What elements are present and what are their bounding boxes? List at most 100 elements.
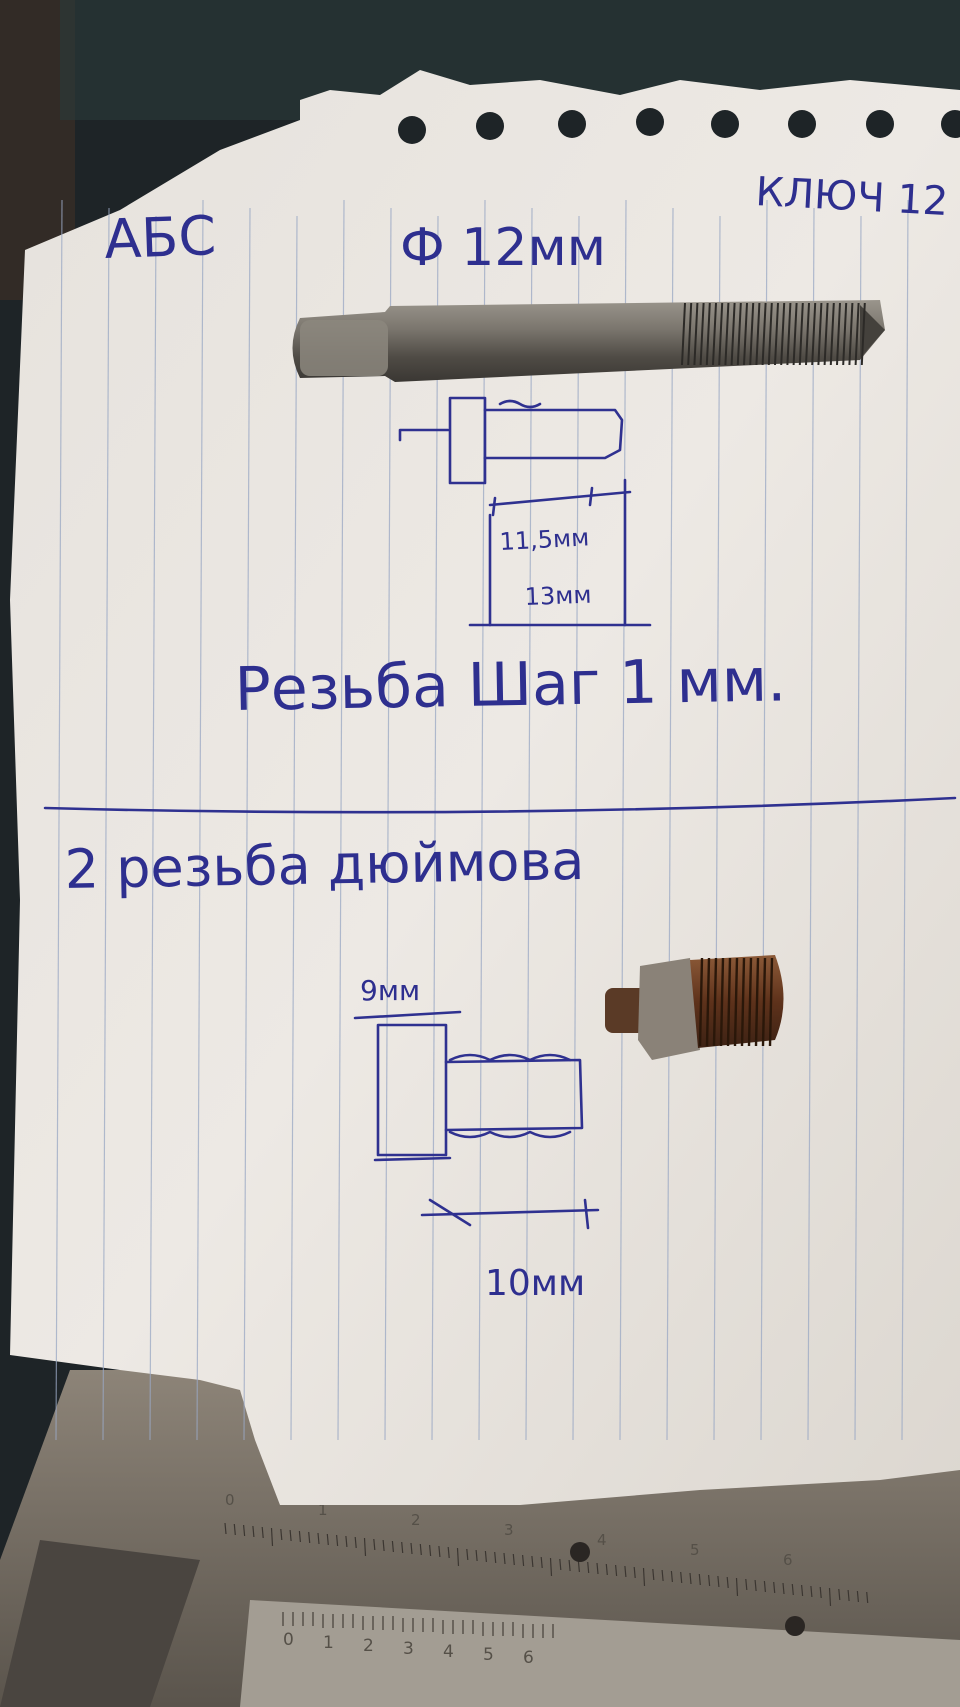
rusty-fitting (605, 955, 784, 1060)
caliper-main-tick (484, 1550, 487, 1563)
caliper-main-tick (363, 1537, 367, 1557)
ruled-line (854, 215, 862, 1441)
tap-thread-groove (705, 302, 711, 366)
caliper-vernier-label: 1 (323, 1633, 334, 1653)
caliper-main-tick (810, 1585, 813, 1598)
fitting-thread-groove (754, 957, 760, 1047)
ruled-line (55, 199, 63, 1441)
caliper-main-tick (577, 1560, 580, 1573)
caliper-main-tick (773, 1581, 776, 1594)
caliper-main-tick (540, 1556, 543, 1569)
caliper-main-tick (735, 1577, 739, 1597)
ruled-line (525, 207, 533, 1441)
caliper-vernier-label: 6 (523, 1648, 534, 1668)
caliper-main-tick (354, 1536, 357, 1549)
caliper-main-tick (717, 1575, 720, 1588)
caliper-main-tick (475, 1549, 478, 1562)
caliper-main-tick (568, 1559, 571, 1572)
caliper-main-tick (689, 1572, 692, 1585)
sketch-fitting-diagram (353, 1010, 600, 1230)
caliper-main-label: 5 (690, 1541, 700, 1559)
tap-square-shank (300, 320, 388, 376)
tap-tip (860, 305, 885, 358)
caliper-main-tick (708, 1574, 711, 1587)
ruled-line (102, 207, 110, 1441)
caliper-main-tick (289, 1529, 292, 1542)
note-dim-9: 9мм (360, 974, 420, 1007)
tap-thread-groove (811, 302, 817, 366)
caliper-main-tick (680, 1571, 683, 1584)
ruled-line (713, 215, 721, 1441)
note-dim-10: 10мм (485, 1263, 585, 1304)
caliper-main-tick (336, 1534, 339, 1547)
caliper-main-tick (791, 1583, 794, 1596)
caliper-main-tick (549, 1557, 553, 1577)
caliper-main-tick (419, 1543, 422, 1556)
caliper-main-label: 3 (504, 1521, 514, 1539)
caliper-main-tick (531, 1555, 534, 1568)
caliper-main-tick (447, 1546, 450, 1559)
tap-thread-groove (836, 302, 841, 366)
caliper-main-tick (828, 1587, 832, 1607)
caliper-main-tick (763, 1580, 766, 1593)
fitting-thread-groove (726, 957, 732, 1047)
caliper-main-tick (280, 1528, 283, 1541)
caliper-main-tick (410, 1542, 413, 1555)
caliper-main-tick (670, 1570, 673, 1583)
tap-thread-groove (823, 302, 829, 366)
fitting-thread-groove (733, 957, 739, 1047)
caliper-main-tick (512, 1553, 515, 1566)
caliper-main-label: 2 (411, 1511, 421, 1529)
handwritten-notes: АБС КЛЮЧ 12 Ф 12мм 11,5мм 13мм Резьба Ша… (64, 169, 949, 1304)
caliper-main-tick (456, 1547, 460, 1567)
caliper-main-tick (745, 1578, 748, 1591)
caliper-main-tick (382, 1539, 385, 1552)
caliper-main-tick (326, 1533, 329, 1546)
caliper-main-tick (261, 1526, 264, 1539)
tap-thread-groove (774, 302, 779, 366)
tap-thread-groove (805, 302, 810, 366)
ruled-line (337, 199, 345, 1441)
caliper-main-tick (270, 1527, 274, 1547)
caliper-main-tick (754, 1579, 757, 1592)
tap-thread-groove (860, 302, 866, 366)
caliper-main-tick (838, 1588, 841, 1601)
caliper-main-label: 0 (225, 1491, 235, 1509)
caliper-screw-2 (785, 1616, 805, 1636)
tap-thread-groove (780, 302, 786, 366)
caliper-main-tick (856, 1590, 859, 1603)
tap-thread-groove (848, 302, 854, 366)
fitting-thread-groove (747, 957, 753, 1047)
tap-thread-groove (786, 302, 792, 366)
tap-thread-groove (681, 302, 686, 366)
ruled-line (243, 207, 251, 1441)
tap-thread-groove (842, 302, 848, 366)
fitting-thread-groove (698, 957, 704, 1047)
tap-thread-groove (730, 302, 736, 366)
caliper-main-tick (633, 1566, 636, 1579)
ruled-line (901, 199, 909, 1441)
ruled-line (619, 199, 627, 1441)
caliper-screw-1 (570, 1542, 590, 1562)
tap-thread-groove (712, 302, 717, 366)
divider-line (43, 796, 957, 814)
caliper-main-tick (596, 1562, 599, 1575)
caliper-main-tick (252, 1525, 255, 1538)
caliper-main-tick (317, 1532, 320, 1545)
tap-thread-groove (854, 302, 860, 366)
ruled-line (196, 199, 204, 1441)
tap-thread-groove (755, 302, 761, 366)
caliper-vernier (240, 1600, 960, 1707)
ruled-line (572, 215, 580, 1441)
ruled-line (149, 215, 157, 1441)
caliper-main-tick (373, 1538, 376, 1551)
fitting-thread-groove (768, 957, 774, 1047)
caliper-main-tick (866, 1591, 869, 1604)
binder-holes (398, 108, 960, 144)
caliper-main-tick (522, 1554, 525, 1567)
caliper-main-tick (652, 1568, 655, 1581)
fitting-threads (698, 957, 774, 1047)
note-dim-11-5: 11,5мм (499, 523, 590, 556)
